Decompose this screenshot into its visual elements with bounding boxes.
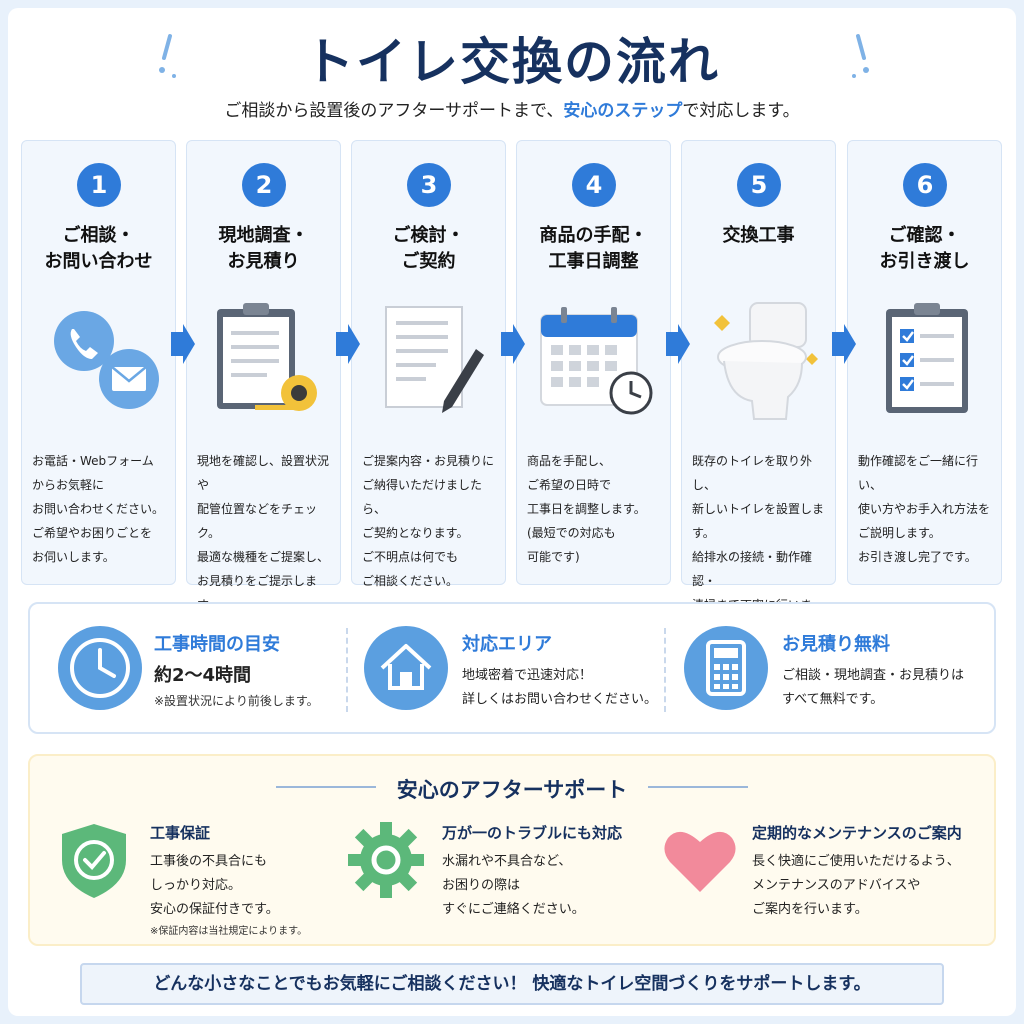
divider xyxy=(346,628,348,712)
house-icon xyxy=(364,626,448,710)
step-description: 動作確認をご一緒に行い、 使い方やお手入れ方法を ご説明します。 お引き渡し完了… xyxy=(858,454,991,564)
document-pen-icon xyxy=(385,306,484,413)
step-description: 現地を確認し、設置状況や 配管位置などをチェック。 最適な機種をご提案し、 お見… xyxy=(197,454,330,612)
arrow-right-icon xyxy=(336,324,360,364)
step-number: 4 xyxy=(572,163,616,207)
info-estimate-text: ご相談・現地調査・お見積りは すべて無料です。 xyxy=(782,668,965,707)
info-area-text: 地域密着で迅速対応！ 詳しくはお問い合わせください。 xyxy=(462,668,658,707)
checklist-icon xyxy=(886,303,968,413)
info-time-note: ※設置状況により前後します。 xyxy=(154,694,319,708)
gear-icon xyxy=(348,822,424,898)
sparkle-left-icon xyxy=(159,34,176,78)
after-support-heading: 安心のアフターサポート xyxy=(396,778,628,802)
clock-icon xyxy=(58,626,142,710)
footer-message: どんな小さなことでもお気軽にご相談ください！ 快適なトイレ空間づくりをサポートし… xyxy=(80,963,944,1005)
step-title: 商品の手配・ 工事日調整 xyxy=(539,225,648,272)
page-title: トイレ交換の流れ xyxy=(304,33,720,91)
arrow-right-icon xyxy=(501,324,525,364)
arrow-right-icon xyxy=(832,324,856,364)
step-number: 6 xyxy=(903,163,947,207)
after-support-section: 安心のアフターサポート 工事保証 工事後の不具合にも しっかり対応。 安心の保証… xyxy=(28,754,996,946)
step-number: 1 xyxy=(77,163,121,207)
clipboard-tape-icon xyxy=(217,303,317,411)
subtitle-highlight: 安心のステップ xyxy=(563,101,683,121)
after-item-text: 水漏れや不具合など、 お困りの際は すぐにご連絡ください。 xyxy=(442,854,585,917)
after-item-title: 定期的なメンテナンスのご案内 xyxy=(752,824,962,842)
step-description: 商品を手配し、 ご希望の日時で 工事日を調整します。 (最短での対応も 可能です… xyxy=(527,454,646,564)
after-item-note: ※保証内容は当社規定によります。 xyxy=(150,926,308,937)
step-number: 5 xyxy=(737,163,781,207)
step-description: ご提案内容・お見積りに ご納得いただけましたら、 ご契約となります。 ご不明点は… xyxy=(362,454,495,588)
step-number: 2 xyxy=(242,163,286,207)
calculator-icon xyxy=(684,626,768,710)
info-estimate-title: お見積り無料 xyxy=(782,634,890,655)
step-title: 現地調査・ お見積り xyxy=(218,225,309,272)
step-card-2: 2 現地調査・ お見積り 現地を確認し、設置状況や 配管位置などをチェック。 最… xyxy=(186,140,341,612)
shield-check-icon xyxy=(62,824,126,898)
arrow-right-icon xyxy=(666,324,690,364)
info-area-title: 対応エリア xyxy=(462,634,552,655)
info-time-title: 工事時間の目安 xyxy=(154,634,280,655)
after-item-text: 長く快適にご使用いただけるよう、 メンテナンスのアドバイスや ご案内を行います。 xyxy=(752,854,960,917)
after-item-title: 工事保証 xyxy=(150,824,211,842)
phone-mail-icon xyxy=(54,311,159,409)
step-title: ご検討・ ご契約 xyxy=(392,225,465,272)
step-card-5: 5 交換工事 既存のトイレを取り外し、 新しいトイレを設置します。 給排水の接続… xyxy=(681,140,836,636)
heading-line-right xyxy=(648,786,748,788)
step-card-4: 4 商品の手配・ 工事日調整 商品を手配し、 ご希望の日時で 工事日を調整します… xyxy=(516,140,671,585)
subtitle-post: で対応します。 xyxy=(682,101,800,121)
step-card-3: 3 ご検討・ ご契約 ご提案内容・お見積りに ご納得いただけましたら、 ご契約と… xyxy=(351,140,506,588)
step-title: ご確認・ お引き渡し xyxy=(879,225,970,272)
subtitle-pre: ご相談から設置後のアフターサポートまで、 xyxy=(224,101,564,121)
step-title: ご相談・ お問い合わせ xyxy=(44,225,153,272)
heart-icon xyxy=(664,831,736,892)
sparkle-right-icon xyxy=(852,34,869,78)
after-item-title: 万が一のトラブルにも対応 xyxy=(442,824,623,842)
step-card-6: 6 ご確認・ お引き渡し 動作確認をご一緒に行い、 使い方やお手入れ方法を ご説… xyxy=(847,140,1002,585)
step-title: 交換工事 xyxy=(722,225,795,246)
after-item-text: 工事後の不具合にも しっかり対応。 安心の保証付きです。 xyxy=(150,854,279,917)
arrow-right-icon xyxy=(171,324,195,364)
step-card-1: 1 ご相談・ お問い合わせ お電話・Webフォーム からお気軽に お問い合わせく… xyxy=(21,140,176,585)
info-strip: 工事時間の目安 約2〜4時間 ※設置状況により前後します。 対応エリア 地域密着… xyxy=(28,602,996,734)
page-subtitle: ご相談から設置後のアフターサポートまで、安心のステップで対応します。 xyxy=(0,96,1024,121)
heading-line-left xyxy=(276,786,376,788)
info-time-value: 約2〜4時間 xyxy=(154,665,252,686)
step-number: 3 xyxy=(407,163,451,207)
toilet-icon xyxy=(714,302,818,420)
step-description: お電話・Webフォーム からお気軽に お問い合わせください。 ご希望やお困りごと… xyxy=(32,454,165,564)
divider xyxy=(664,628,666,712)
calendar-clock-icon xyxy=(540,307,653,415)
